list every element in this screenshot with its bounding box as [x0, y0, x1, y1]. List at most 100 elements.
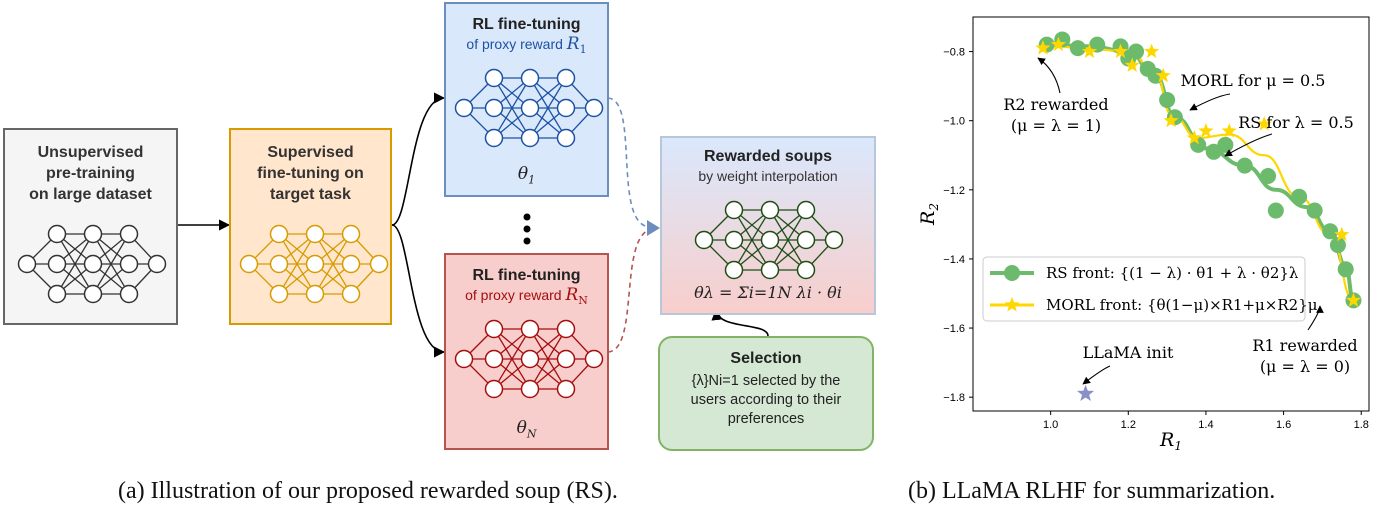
neuron-node [269, 224, 289, 244]
morl-point [1198, 123, 1214, 138]
rl1-title: RL fine-tuning [472, 16, 581, 33]
neuron-node [694, 230, 714, 250]
neuron-node [584, 349, 604, 369]
neuron-node [724, 200, 744, 220]
neuron-node [484, 98, 504, 118]
neuron-node [305, 284, 325, 304]
morl-point [1186, 130, 1202, 145]
rs-point [1069, 40, 1086, 57]
neuron-node [556, 379, 576, 399]
unsupervised-box: Unsupervised pre-training on large datas… [3, 128, 178, 325]
annotation-r1-rewarded: (μ = λ = 0) [1260, 357, 1350, 376]
neuron-node [556, 128, 576, 148]
annotation-llama-init: LLaMA init [1083, 343, 1174, 362]
annotation-rs-mid-arrow [1224, 133, 1273, 157]
neuron-node [83, 224, 103, 244]
dashed-rlN-to-soups [607, 228, 653, 353]
morl-point [1144, 43, 1160, 58]
ellipsis-dot [523, 213, 531, 221]
legend-morl-label: MORL front: {θ(1−μ)×R1+μ×R2}μ [1046, 296, 1318, 314]
neuron-node [760, 230, 780, 250]
annotation-r1-rewarded-arrow [1307, 305, 1324, 331]
morl-point [1163, 112, 1179, 128]
x-axis-label: R1 [1159, 429, 1182, 453]
legend-morl-marker [1004, 297, 1020, 312]
neuron-node [305, 224, 325, 244]
llama-init-point [1077, 384, 1095, 401]
neuron-node [484, 379, 504, 399]
plot-frame [972, 16, 1370, 412]
neuron-node [484, 349, 504, 369]
neuron-node [484, 68, 504, 88]
rlN-reward-index: N [578, 293, 588, 307]
theta-N: θN [516, 418, 537, 441]
neuron-node [796, 200, 816, 220]
x-tick-label: 1.6 [1276, 419, 1291, 431]
selection-line2: users according to their [690, 392, 842, 408]
rl1-reward-index: 1 [579, 42, 587, 56]
neuron-node [369, 254, 389, 274]
rlN-reward-symbol: R [565, 285, 579, 305]
neuron-node [520, 379, 540, 399]
selection-line1: {λ}Ni=1 selected by the [691, 373, 841, 389]
y-axis-label: R2 [917, 203, 941, 226]
annotation-morl-mid-arrow [1189, 93, 1231, 111]
neuron-node [119, 224, 139, 244]
selection-line3: preferences [727, 411, 805, 427]
neuron-node [83, 284, 103, 304]
rl1-reward-symbol: R [566, 34, 580, 54]
neuron-node [584, 98, 604, 118]
neuron-node [520, 128, 540, 148]
soups-formula: θλ = Σi=1N λi · θi [694, 283, 842, 302]
caption-b: (b) LLaMA RLHF for summarization. [908, 478, 1276, 504]
neuron-node [341, 254, 361, 274]
morl-point [1050, 36, 1066, 52]
rs-point [1217, 136, 1234, 153]
rs-point [1260, 167, 1277, 184]
rs-point [1267, 202, 1284, 219]
neuron-node [119, 284, 139, 304]
rs-point [1089, 36, 1106, 53]
rs-point [1306, 202, 1323, 219]
dashed-rl1-to-soups [607, 97, 651, 228]
neuron-node [269, 254, 289, 274]
rlN-title: RL fine-tuning [472, 267, 581, 284]
selection-box: Selection {λ}Ni=1 selected by the users … [658, 336, 874, 451]
rs-point [1159, 91, 1176, 108]
rewarded-soups-box: Rewarded soups by weight interpolation θ… [660, 136, 876, 315]
y-tick-label: −1.2 [943, 185, 965, 197]
ellipsis-dot [523, 237, 531, 245]
rs-point [1236, 157, 1253, 174]
sup-line3: target task [270, 186, 351, 203]
neuron-node [556, 68, 576, 88]
neuron-node [147, 254, 167, 274]
y-tick-label: −1.8 [943, 392, 965, 404]
supervised-box: Supervised fine-tuning on target task [229, 128, 392, 325]
morl-point [1124, 57, 1140, 72]
rl-box-N: RL fine-tuning of proxy reward RN θN [444, 253, 609, 450]
morl-point [1155, 67, 1171, 83]
neuron-node [724, 260, 744, 280]
neuron-node [520, 68, 540, 88]
x-tick-label: 1.8 [1354, 419, 1369, 431]
neuron-node [341, 284, 361, 304]
neuron-node [520, 319, 540, 339]
neuron-node [47, 224, 67, 244]
selection-title: Selection [730, 350, 802, 367]
neuron-node [83, 254, 103, 274]
neuron-node [824, 230, 844, 250]
x-tick-label: 1.0 [1043, 419, 1058, 431]
rlN-subtitle: of proxy reward [465, 287, 562, 303]
unsup-line1: Unsupervised [37, 144, 144, 161]
neural-net-icon [17, 224, 167, 304]
unsup-line2: pre-training [46, 165, 135, 182]
y-tick-label: −1.0 [943, 116, 965, 128]
annotation-r2-rewarded-arrow [1037, 57, 1061, 94]
neural-net-icon [454, 68, 604, 148]
rl-box-1: RL fine-tuning of proxy reward R1 θ1 [444, 2, 609, 197]
legend-rs-marker [1004, 265, 1020, 281]
neural-net-icon [454, 319, 604, 399]
rs-point [1322, 223, 1339, 240]
neuron-node [484, 128, 504, 148]
